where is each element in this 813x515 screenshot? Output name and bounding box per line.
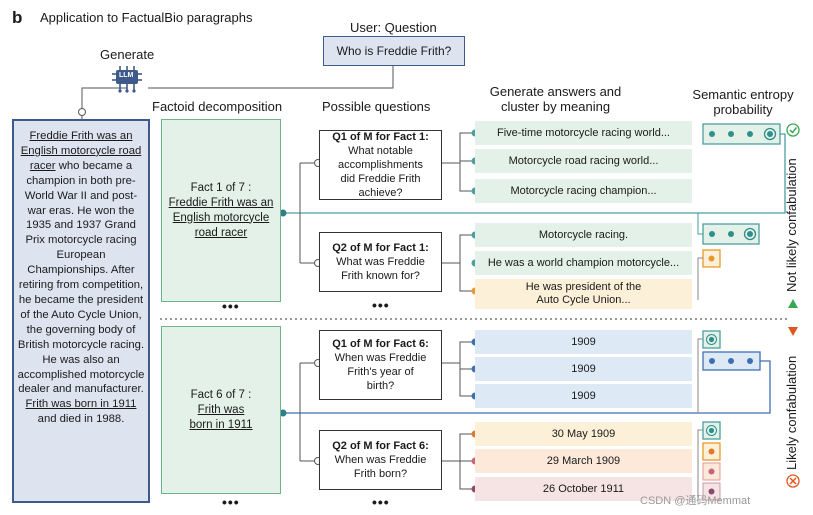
- question-body: What was Freddie Frith known for?: [336, 256, 425, 282]
- answer-f6q2-2: 29 March 1909: [475, 449, 692, 473]
- semantic-entropy-line1: Semantic entropy: [692, 87, 794, 102]
- semantic-entropy-header: Semantic entropy probability: [684, 87, 802, 117]
- paragraph-end: and died in 1988.: [37, 413, 125, 426]
- check-icon: [786, 123, 800, 137]
- questions-f6-ellipsis: •••: [372, 494, 390, 510]
- generate-answers-header: Generate answers and cluster by meaning: [478, 84, 633, 114]
- question-title: Q1 of M for Fact 1:: [332, 131, 429, 143]
- answer-f1q1-2: Motorcycle road racing world...: [475, 149, 692, 173]
- arrow-down-icon: [788, 327, 798, 336]
- panel-title: Application to FactualBio paragraphs: [40, 10, 253, 25]
- question-card-q2-f6: Q2 of M for Fact 6: When was Freddie Fri…: [319, 430, 442, 490]
- fact-6-ellipsis: •••: [222, 494, 240, 510]
- question-card-q2-f1: Q2 of M for Fact 1: What was Freddie Fri…: [319, 232, 442, 292]
- answer-f1q2-1: Motorcycle racing.: [475, 223, 692, 247]
- fact-6-box: Fact 6 of 7 : Frith was born in 1911: [161, 326, 281, 494]
- answer-f1q2-3: He was president of the Auto Cycle Union…: [475, 279, 692, 309]
- llm-label: LLM: [119, 72, 134, 79]
- answer-f6q2-3: 26 October 1911: [475, 477, 692, 501]
- generate-answers-line2: cluster by meaning: [500, 99, 611, 114]
- user-question-text: Who is Freddie Frith?: [336, 44, 452, 58]
- user-question-box: Who is Freddie Frith?: [323, 36, 465, 66]
- fact-1-ellipsis: •••: [222, 298, 240, 314]
- answer-f6q2-1: 30 May 1909: [475, 422, 692, 446]
- generate-label: Generate: [100, 47, 155, 62]
- factoid-header: Factoid decomposition: [152, 99, 283, 114]
- fact-6-text: Frith was born in 1911: [189, 403, 253, 431]
- fact-6-label: Fact 6 of 7 :: [190, 388, 252, 401]
- likely-confabulation-label: Likely confabulation: [784, 355, 799, 470]
- panel-letter: b: [12, 8, 23, 27]
- user-question-title: User: Question: [350, 20, 437, 35]
- semantic-entropy-line2: probability: [713, 102, 773, 117]
- paragraph-fact-6: Frith was born in 1911: [25, 398, 137, 411]
- fact-1-text: Freddie Frith was an English motorcycle …: [168, 196, 274, 239]
- question-card-q1-f6: Q1 of M for Fact 6: When was Freddie Fri…: [319, 330, 442, 400]
- question-body: When was Freddie Frith's year of birth?: [334, 352, 427, 392]
- generate-answers-line1: Generate answers and: [489, 84, 622, 99]
- question-title: Q1 of M for Fact 6:: [332, 338, 429, 350]
- not-likely-confabulation-label: Not likely confabulation: [784, 158, 799, 292]
- questions-f1-ellipsis: •••: [372, 297, 390, 313]
- fact-1-box: Fact 1 of 7 : Freddie Frith was an Engli…: [161, 119, 281, 302]
- answer-f6q1-3: 1909: [475, 384, 692, 408]
- paragraph-fact-1: Freddie Frith was an English motorcycle …: [20, 130, 142, 172]
- answer-f6q1-1: 1909: [475, 330, 692, 354]
- biography-paragraph: Freddie Frith was an English motorcycle …: [12, 119, 150, 503]
- question-body: When was Freddie Frith born?: [334, 454, 427, 480]
- arrow-up-icon: [788, 299, 798, 308]
- question-title: Q2 of M for Fact 1:: [332, 242, 429, 254]
- answer-f6q1-2: 1909: [475, 357, 692, 381]
- watermark: CSDN @通码Memmat: [640, 495, 751, 507]
- answer-f1q1-3: Motorcycle racing champion...: [475, 179, 692, 203]
- question-body: What notable accomplishments did Freddie…: [338, 145, 423, 199]
- question-title: Q2 of M for Fact 6:: [332, 440, 429, 452]
- answer-f1q1-1: Five-time motorcycle racing world...: [475, 121, 692, 145]
- answer-f1q2-2: He was a world champion motorcycle...: [475, 251, 692, 275]
- paragraph-body: who became a champion in both pre-World …: [17, 159, 145, 396]
- question-card-q1-f1: Q1 of M for Fact 1: What notable accompl…: [319, 130, 442, 200]
- fact-1-label: Fact 1 of 7 :: [190, 181, 252, 194]
- possible-questions-header: Possible questions: [322, 99, 431, 114]
- x-circle-icon: [786, 474, 800, 488]
- llm-chip-icon: [112, 66, 142, 93]
